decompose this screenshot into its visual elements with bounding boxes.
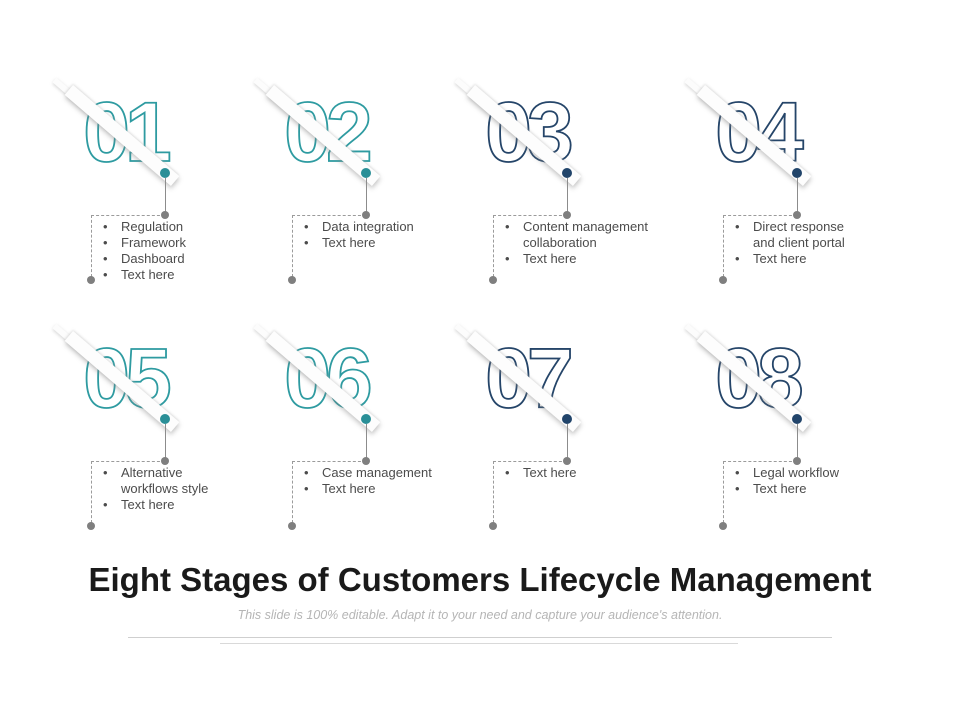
dashed-bracket-horizontal (723, 461, 797, 462)
bracket-end-dot (288, 276, 296, 284)
stage-unit: 01 RegulationFrameworkDashboardText here (52, 77, 290, 300)
dashed-bracket-horizontal (91, 461, 165, 462)
bullet-item: Framework (100, 235, 278, 251)
stage-bullet-list: Direct response and client portalText he… (732, 219, 910, 267)
connector-line (165, 424, 166, 461)
junction-dot (161, 457, 169, 465)
dashed-bracket-vertical (91, 461, 92, 523)
stage-bullet-list: Case managementText here (301, 465, 479, 497)
junction-dot (793, 211, 801, 219)
bracket-end-dot (87, 522, 95, 530)
stage-unit: 03 Content management collaborationText … (454, 77, 692, 300)
connector-line (797, 178, 798, 215)
bullet-item: Text here (732, 251, 910, 267)
bracket-end-dot (288, 522, 296, 530)
dashed-bracket-horizontal (493, 215, 567, 216)
stage-bullet-list: Text here (502, 465, 680, 481)
connector-line (366, 424, 367, 461)
dashed-bracket-vertical (292, 215, 293, 277)
stage-bullet-list: RegulationFrameworkDashboardText here (100, 219, 278, 283)
junction-dot (563, 457, 571, 465)
bullet-item: Alternative workflows style (100, 465, 278, 497)
stage-bullet-list: Legal workflowText here (732, 465, 910, 497)
slide-title: Eight Stages of Customers Lifecycle Mana… (88, 561, 872, 598)
stage-unit: 08 Legal workflowText here (684, 323, 922, 546)
connector-line (165, 178, 166, 215)
slide-subtitle: This slide is 100% editable. Adapt it to… (237, 608, 723, 622)
stage-dot (361, 168, 371, 178)
bracket-end-dot (719, 276, 727, 284)
stage-dot (562, 414, 572, 424)
stage-unit: 07 Text here (454, 323, 692, 546)
bullet-item: Text here (502, 251, 680, 267)
stage-unit: 02 Data integrationText here (253, 77, 491, 300)
stage-dot (361, 414, 371, 424)
junction-dot (161, 211, 169, 219)
dashed-bracket-horizontal (723, 215, 797, 216)
stage-bullet-list: Data integrationText here (301, 219, 479, 251)
bracket-end-dot (489, 276, 497, 284)
dashed-bracket-vertical (292, 461, 293, 523)
bullet-item: Text here (301, 481, 479, 497)
dashed-bracket-vertical (91, 215, 92, 277)
stage-bullet-list: Alternative workflows styleText here (100, 465, 278, 513)
connector-line (797, 424, 798, 461)
dashed-bracket-horizontal (493, 461, 567, 462)
stage-unit: 06 Case managementText here (253, 323, 491, 546)
bullet-item: Text here (502, 465, 680, 481)
footer-divider-line (128, 637, 832, 638)
dashed-bracket-vertical (493, 215, 494, 277)
bullet-item: Data integration (301, 219, 479, 235)
bullet-item: Dashboard (100, 251, 278, 267)
connector-line (567, 424, 568, 461)
stage-bullet-list: Content management collaborationText her… (502, 219, 680, 267)
bullet-item: Legal workflow (732, 465, 910, 481)
bullet-item: Text here (301, 235, 479, 251)
dashed-bracket-vertical (493, 461, 494, 523)
bracket-end-dot (719, 522, 727, 530)
stage-unit: 04 Direct response and client portalText… (684, 77, 922, 300)
bracket-end-dot (87, 276, 95, 284)
bullet-item: Text here (100, 267, 278, 283)
bullet-item: Text here (732, 481, 910, 497)
bullet-item: Content management collaboration (502, 219, 680, 251)
dashed-bracket-horizontal (91, 215, 165, 216)
dashed-bracket-horizontal (292, 215, 366, 216)
stage-dot (160, 414, 170, 424)
dashed-bracket-vertical (723, 215, 724, 277)
connector-line (366, 178, 367, 215)
stage-dot (792, 168, 802, 178)
connector-line (567, 178, 568, 215)
stage-dot (562, 168, 572, 178)
stage-dot (160, 168, 170, 178)
junction-dot (793, 457, 801, 465)
junction-dot (563, 211, 571, 219)
footer-divider-line-secondary (220, 643, 738, 644)
stage-dot (792, 414, 802, 424)
bracket-end-dot (489, 522, 497, 530)
stage-unit: 05 Alternative workflows styleText here (52, 323, 290, 546)
junction-dot (362, 457, 370, 465)
bullet-item: Case management (301, 465, 479, 481)
bullet-item: Regulation (100, 219, 278, 235)
dashed-bracket-vertical (723, 461, 724, 523)
bullet-item: Direct response and client portal (732, 219, 910, 251)
bullet-item: Text here (100, 497, 278, 513)
dashed-bracket-horizontal (292, 461, 366, 462)
junction-dot (362, 211, 370, 219)
